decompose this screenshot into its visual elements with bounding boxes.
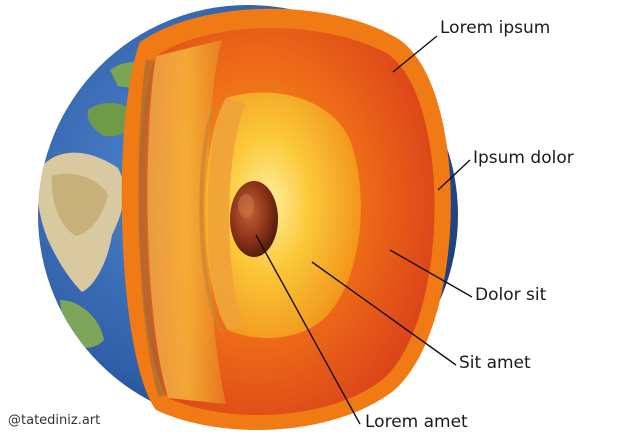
- label-lower-mantle: Dolor sit: [475, 285, 547, 305]
- label-inner-core: Lorem amet: [365, 412, 468, 432]
- leader-line-lower-mantle: [389, 249, 473, 298]
- credit-text: @tatediniz.art: [8, 413, 101, 428]
- leader-line-outer-core: [311, 261, 457, 366]
- leader-lines: [255, 35, 473, 425]
- outer-core-layer: [199, 92, 361, 339]
- inner-core-layer: [230, 181, 278, 257]
- leader-line-inner-core: [255, 234, 361, 425]
- label-upper-mantle: Ipsum dolor: [473, 148, 574, 168]
- leader-line-upper-mantle: [437, 159, 471, 191]
- label-crust: Lorem ipsum: [440, 18, 551, 38]
- leader-line-crust: [392, 35, 438, 73]
- label-outer-core: Sit amet: [459, 353, 531, 373]
- continents: [38, 61, 160, 348]
